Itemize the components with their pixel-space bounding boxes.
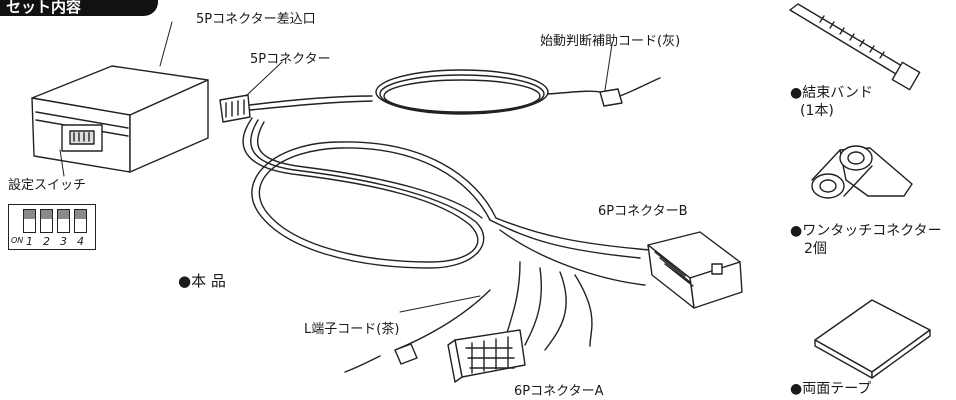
gray-cord-coil — [375, 69, 661, 115]
connector-5p — [219, 94, 251, 123]
dip-on-label: ON — [11, 236, 24, 245]
cable-tie-label: ●結束バンド (1本) — [790, 85, 873, 119]
setting-switch-label: 設定スイッチ — [8, 178, 87, 193]
dip-switch-diagram: ON 1 2 3 4 — [8, 204, 96, 250]
cable-tie-illustration — [789, 3, 921, 91]
l-terminal-label: L端子コード(茶) — [304, 322, 400, 337]
section-tab: セット内容 — [0, 0, 158, 16]
connector-5p-label: 5Pコネクター — [250, 52, 331, 67]
dip-switch-1 — [23, 209, 36, 233]
connector-a-label: 6PコネクターA — [514, 384, 604, 399]
main-harness-coil — [242, 117, 651, 286]
gray-cord-label: 始動判断補助コード(灰) — [540, 34, 681, 49]
dip-number-2: 2 — [43, 235, 50, 248]
one-touch-label: ●ワンタッチコネクター 2個 — [790, 223, 942, 257]
dip-switch-2 — [40, 209, 53, 233]
dip-switch-3 — [57, 209, 70, 233]
l-terminal-cord — [344, 289, 491, 373]
main-unit-box — [31, 65, 209, 173]
double-sided-tape-illustration — [814, 299, 931, 379]
port-label: 5Pコネクター差込口 — [196, 12, 316, 27]
connector-6p-b — [647, 231, 743, 309]
one-touch-connector-illustration — [811, 145, 913, 199]
dip-number-1: 1 — [26, 235, 33, 248]
dip-switch-4 — [74, 209, 87, 233]
connector-6p-a — [447, 329, 526, 383]
dip-number-4: 4 — [77, 235, 84, 248]
main-unit-label: ●本 品 — [178, 272, 226, 290]
connector-b-label: 6PコネクターB — [598, 204, 688, 219]
dip-number-3: 3 — [60, 235, 67, 248]
tape-label: ●両面テープ — [790, 381, 872, 397]
